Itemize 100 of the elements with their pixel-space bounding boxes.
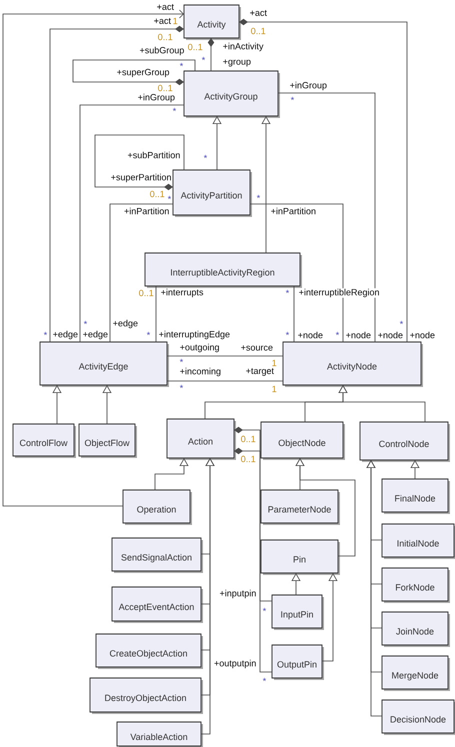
role-name: +act <box>249 10 268 16</box>
multiplicity-label: 1 <box>271 385 278 393</box>
association-line <box>166 380 284 382</box>
class-box: SendSignalAction <box>112 538 203 573</box>
class-box: ParameterNode <box>260 490 340 525</box>
role-name: +edge <box>82 330 108 340</box>
multiplicity-label: * <box>43 331 48 339</box>
composition-line <box>239 18 408 342</box>
class-box: Activity <box>184 4 241 40</box>
role-name: +inGroup <box>289 81 328 91</box>
class-box: InputPin <box>272 594 324 630</box>
composition-line <box>72 60 196 86</box>
role-name: +subGroup <box>139 46 185 56</box>
multiplicity-label: * <box>83 320 88 328</box>
role-name: +node <box>345 331 372 339</box>
class-box: ActivityNode <box>282 342 423 387</box>
composition-line <box>234 426 272 602</box>
class-box: ActivityGroup <box>184 70 280 118</box>
role-name: +node <box>377 331 404 339</box>
class-box: Pin <box>260 540 340 575</box>
class-box: DecisionNode <box>382 700 455 735</box>
class-box: DestroyObjectAction <box>90 678 203 714</box>
multiplicity-label: 0..1 <box>138 289 154 297</box>
role-name: +incoming <box>179 367 222 377</box>
role-name: +superGroup <box>116 68 170 78</box>
multiplicity-label: 1 <box>271 359 278 367</box>
role-name: +source <box>240 344 274 352</box>
composition-line <box>234 448 272 672</box>
generalization-arrow <box>295 458 356 556</box>
multiplicity-label: * <box>262 677 267 685</box>
multiplicity-label: * <box>201 56 206 64</box>
role-name: +superPartition <box>110 173 172 183</box>
composition-line <box>50 26 184 342</box>
generalization-arrow <box>366 460 382 716</box>
multiplicity-label: * <box>172 107 177 115</box>
role-name: +interruptingEdge <box>158 330 230 340</box>
class-box: MergeNode <box>382 656 450 691</box>
role-name: +edge <box>52 330 78 340</box>
role-name: +subPartition <box>127 151 181 159</box>
role-name: +inputpin <box>219 589 257 599</box>
multiplicity-label: * <box>399 320 404 328</box>
class-box: ObjectFlow <box>78 424 137 458</box>
multiplicity-label: * <box>203 154 208 162</box>
multiplicity-label: 0..1 <box>157 84 174 92</box>
role-name: +target <box>245 368 274 376</box>
role-name: +inPartition <box>270 207 316 215</box>
role-name: +node <box>409 331 436 339</box>
multiplicity-label: * <box>256 194 261 202</box>
class-box: ActivityEdge <box>40 342 169 387</box>
multiplicity-label: * <box>290 96 295 104</box>
class-box: ObjectNode <box>260 422 345 460</box>
class-box: ControlFlow <box>12 424 76 458</box>
class-box: VariableAction <box>116 722 203 747</box>
generalization-arrow <box>338 385 426 422</box>
role-name: +edge <box>112 319 138 329</box>
multiplicity-label: * <box>335 331 340 339</box>
association-line <box>80 104 184 342</box>
multiplicity-label: * <box>179 62 184 70</box>
composition-line <box>208 38 214 72</box>
role-name: +node <box>297 331 324 339</box>
class-box: JoinNode <box>382 612 450 647</box>
multiplicity-label: * <box>285 289 290 297</box>
multiplicity-label: 0..1 <box>250 27 266 35</box>
role-name: +interruptibleRegion <box>298 288 380 298</box>
multiplicity-label: * <box>179 384 184 392</box>
class-box: Operation <box>122 490 192 525</box>
role-name: +group <box>222 58 252 68</box>
multiplicity-label: * <box>179 358 184 366</box>
class-box: InterruptibleActivityRegion <box>144 252 302 288</box>
role-name: +outputpin <box>214 659 257 669</box>
role-name: +inPartition <box>124 207 170 215</box>
multiplicity-label: 0..1 <box>240 455 256 463</box>
association-line <box>278 92 376 342</box>
class-box: OutputPin <box>272 644 324 680</box>
multiplicity-label: 1 <box>172 17 178 25</box>
association-line <box>110 204 174 342</box>
association-line <box>250 204 344 342</box>
class-box: CreateObjectAction <box>96 634 203 669</box>
role-name: +act <box>156 4 174 10</box>
multiplicity-label: 0..1 <box>149 190 166 198</box>
role-name: +inActivity <box>222 42 264 52</box>
multiplicity-label: 0..1 <box>240 435 256 443</box>
multiplicity-label: * <box>262 607 267 615</box>
class-box: AcceptEventAction <box>112 586 203 623</box>
multiplicity-label: * <box>167 195 172 203</box>
composition-line <box>94 134 184 190</box>
class-box: ActivityPartition <box>172 170 252 217</box>
class-box: ForkNode <box>382 568 450 603</box>
multiplicity-label: 0..1 <box>187 43 204 51</box>
role-name: +inGroup <box>137 93 176 103</box>
multiplicity-label: 0..1 <box>157 33 174 41</box>
role-name: +act <box>153 18 172 24</box>
role-name: +interrupts <box>160 288 204 298</box>
class-box: Action <box>166 418 236 460</box>
role-name: +outgoing <box>179 343 220 353</box>
class-box: InitialNode <box>382 524 455 559</box>
class-box: ControlNode <box>360 422 450 462</box>
multiplicity-label: * <box>146 331 151 339</box>
class-box: FinalNode <box>382 478 450 514</box>
multiplicity-label: * <box>285 331 290 339</box>
